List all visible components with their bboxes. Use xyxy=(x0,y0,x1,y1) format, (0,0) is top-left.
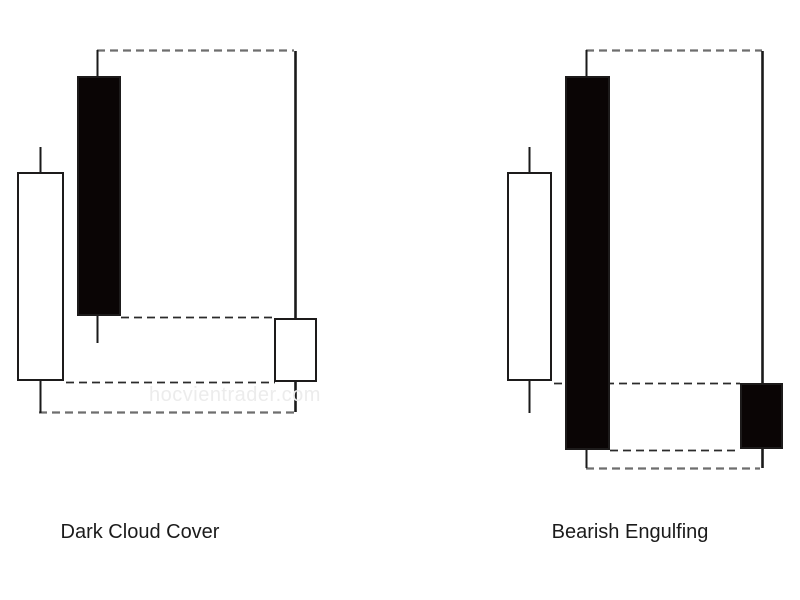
pattern-label-dark-cloud-cover: Dark Cloud Cover xyxy=(60,521,220,543)
signal-bearish-candle-body xyxy=(77,76,121,316)
blended-candle-body xyxy=(274,318,317,382)
signal-bearish-candle-body xyxy=(565,76,610,450)
setup-bullish-candle-body xyxy=(17,172,64,381)
blended-candle-body xyxy=(740,383,783,449)
setup-bullish-candle-body xyxy=(507,172,552,381)
watermark: hocvientrader.com xyxy=(149,384,321,406)
pattern-label-bearish-engulfing: Bearish Engulfing xyxy=(551,521,709,543)
